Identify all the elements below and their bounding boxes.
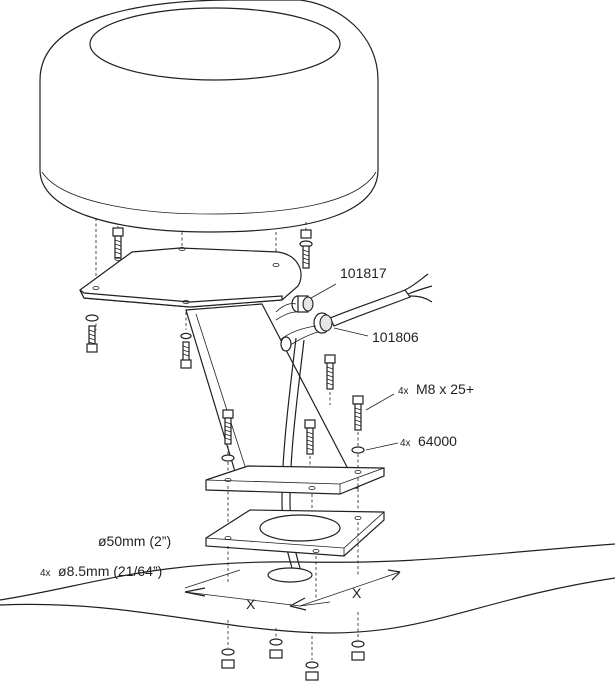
- lower-bolt-left: [85, 314, 99, 353]
- bottom-nut-2: [269, 628, 283, 659]
- label-cable-hole: ø50mm (2”): [98, 533, 171, 549]
- label-dim-x-left: X: [246, 596, 256, 612]
- label-mount-hole: 4x ø8.5mm (21/64”): [40, 563, 162, 580]
- base-bolt-4: [351, 395, 365, 470]
- bolt-spec: M8 x 25+: [416, 381, 474, 397]
- gland-101817: [275, 295, 314, 321]
- upper-bolt-right: [299, 229, 313, 269]
- leader-washer: [365, 442, 399, 451]
- mount-post: [185, 303, 359, 489]
- bottom-nut-3: [305, 636, 319, 681]
- base-bolt-3: [324, 354, 336, 405]
- washer-qty: 4x: [400, 438, 411, 449]
- radome: [39, 0, 379, 233]
- leader-101817: [310, 283, 337, 299]
- base-bolt-1: [221, 409, 235, 475]
- mount-hole-qty: 4x: [40, 568, 51, 579]
- label-bolt-spec: 4x M8 x 25+: [398, 381, 474, 398]
- bottom-nut-4: [351, 612, 365, 661]
- label-washer: 4x 64000: [400, 433, 457, 450]
- bolt-qty: 4x: [398, 386, 409, 397]
- top-plate: [79, 246, 302, 308]
- label-101806: 101806: [372, 329, 419, 345]
- washer-part: 64000: [418, 433, 457, 449]
- label-101817: 101817: [340, 265, 387, 281]
- label-dim-x-right: X: [352, 585, 362, 601]
- mount-hole-size: ø8.5mm (21/64”): [58, 563, 162, 579]
- dimension-x-left: [184, 569, 301, 607]
- lower-bolt-middle: [180, 312, 192, 369]
- gasket-guide-lines: [227, 522, 359, 600]
- leader-101806: [333, 327, 369, 337]
- upper-bolt-left: [112, 227, 124, 259]
- base-flange: [205, 465, 385, 495]
- mounting-surface: [0, 543, 615, 634]
- dimension-x-right: [289, 569, 401, 611]
- bottom-nut-1: [221, 620, 235, 669]
- gasket: [205, 509, 385, 557]
- leader-bolt-spec: [365, 393, 395, 411]
- gland-101806: [279, 312, 333, 352]
